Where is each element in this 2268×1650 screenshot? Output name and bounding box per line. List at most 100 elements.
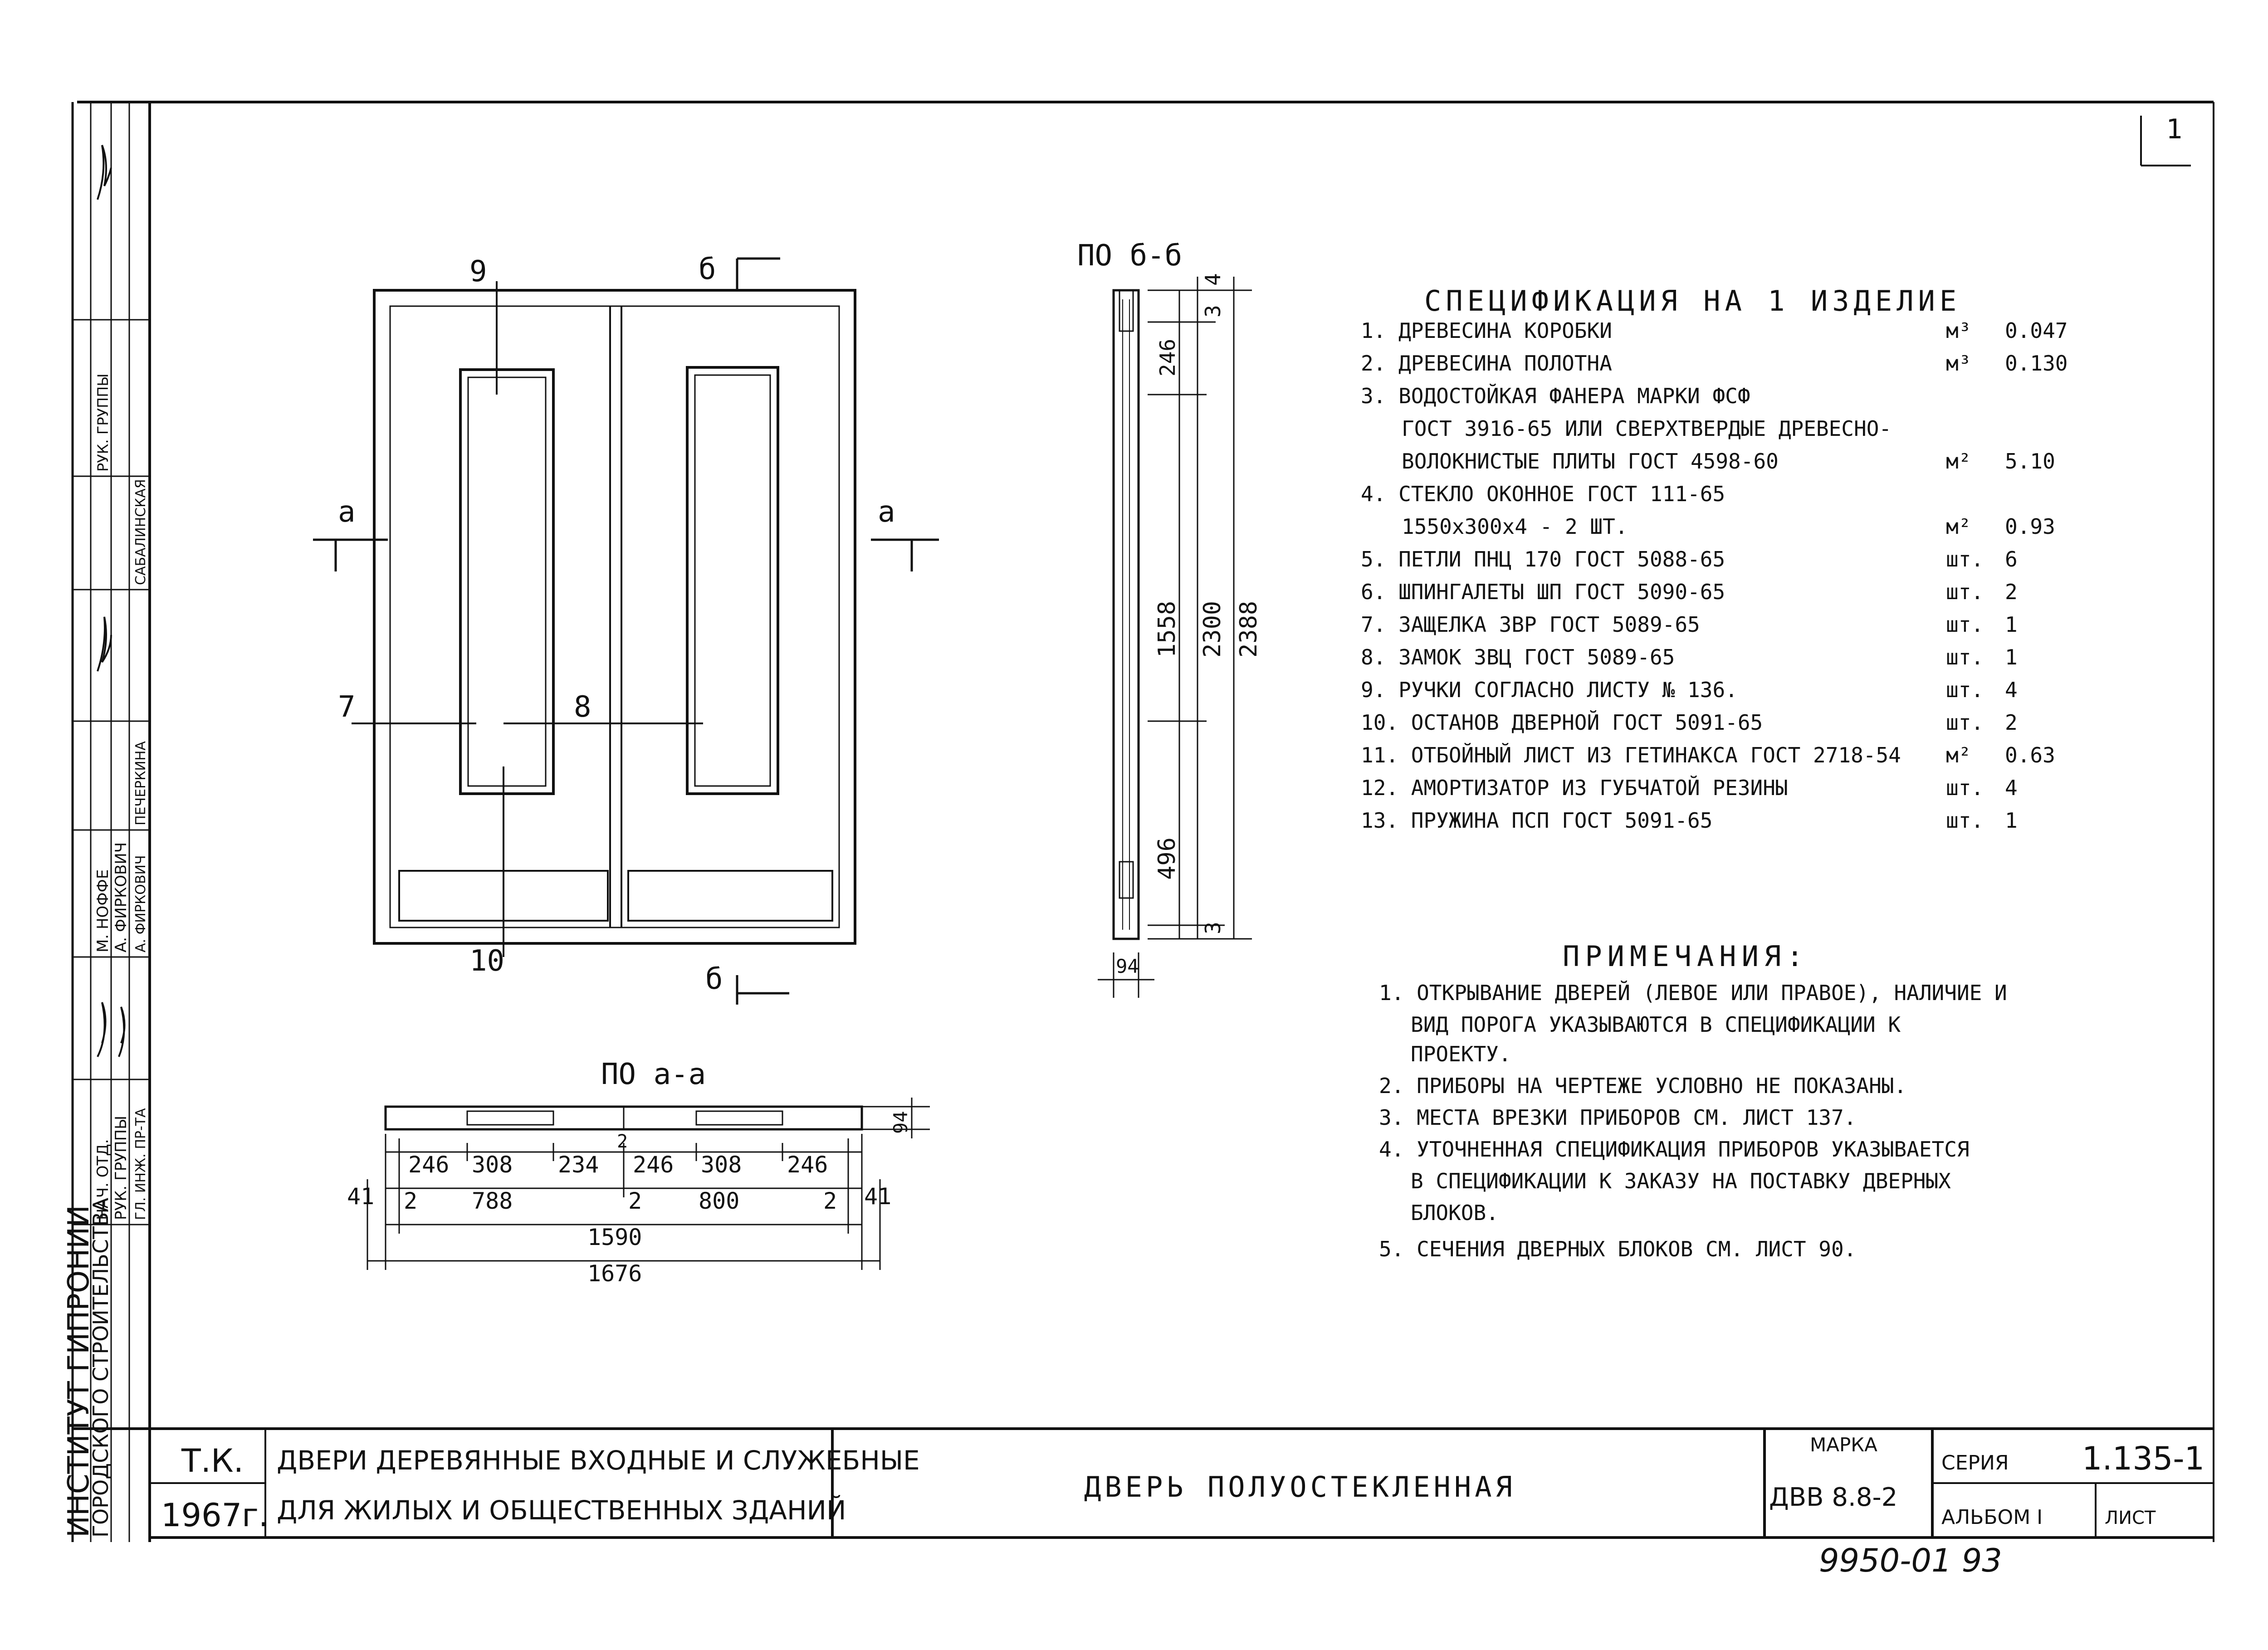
spec-row-3-text: 3. ВОДОСТОЙКАЯ ФАНЕРА МАРКИ ФСФ (1361, 384, 1750, 408)
dim-bb-246: 246 (1155, 339, 1180, 376)
tb-series-title-1: ДВЕРИ ДЕРЕВЯННЫЕ ВХОДНЫЕ И СЛУЖЕБНЫЕ (277, 1445, 920, 1476)
cut-a-right: а (878, 495, 895, 529)
note-line-5: 3. МЕСТА ВРЕЗКИ ПРИБОРОВ СМ. ЛИСТ 137. (1379, 1105, 1856, 1130)
spec-row-15-unit: шт. (1946, 776, 1984, 800)
tb-marka-value: ДВВ 8.8-2 (1769, 1483, 1897, 1512)
spec-row-4-text: ГОСТ 3916-65 ИЛИ СВЕРХТВЕРДЫЕ ДРЕВЕСНО- (1402, 416, 1892, 441)
spec-title: СПЕЦИФИКАЦИЯ НА 1 ИЗДЕЛИЕ (1424, 284, 1961, 317)
spec-row-7-text: 1550х300х4 - 2 ШТ. (1402, 514, 1628, 539)
note-line-1: 1. ОТКРЫВАНИЕ ДВЕРЕЙ (ЛЕВОЕ ИЛИ ПРАВОЕ),… (1379, 981, 2007, 1005)
tb-series-title-2: ДЛЯ ЖИЛЫХ И ОБЩЕСТВЕННЫХ ЗДАНИЙ (277, 1494, 846, 1526)
spec-row-14-qty: 0.63 (2005, 743, 2055, 767)
section-aa (367, 1098, 930, 1270)
dim-bb-3-top: 3 (1201, 305, 1225, 317)
spec-row-9-text: 6. ШПИНГАЛЕТЫ ШП ГОСТ 5090-65 (1361, 580, 1725, 604)
spec-row-15-text: 12. АМОРТИЗАТОР ИЗ ГУБЧАТОЙ РЕЗИНЫ (1361, 776, 1788, 800)
dim-bb-2300: 2300 (1199, 601, 1226, 658)
callout-8: 8 (574, 690, 591, 724)
dim-aa-788: 788 (472, 1188, 513, 1214)
spec-row-12-unit: шт. (1946, 678, 1984, 702)
tb-seria-value: 1.135-1 (2082, 1440, 2204, 1477)
spec-row-14-text: 11. ОТБОЙНЫЙ ЛИСТ ИЗ ГЕТИНАКСА ГОСТ 2718… (1361, 743, 1901, 767)
note-line-8: БЛОКОВ. (1411, 1201, 1499, 1225)
dim-aa-308-2: 308 (701, 1152, 742, 1178)
cut-b-top: б (699, 253, 716, 286)
spec-row-10-qty: 1 (2005, 612, 2018, 637)
tb-tk: Т.К. (181, 1442, 244, 1479)
spec-row-12-text: 9. РУЧКИ СОГЛАСНО ЛИСТУ № 136. (1361, 678, 1738, 702)
tb-sheet-title: ДВЕРЬ ПОЛУОСТЕКЛЕННАЯ (1084, 1470, 1516, 1504)
spec-row-2-text: 2. ДРЕВЕСИНА ПОЛОТНА (1361, 351, 1612, 376)
spec-row-1-qty: 0.047 (2005, 318, 2068, 343)
note-line-2: ВИД ПОРОГА УКАЗЫВАЮТСЯ В СПЕЦИФИКАЦИИ К (1411, 1012, 1901, 1037)
note-line-7: В СПЕЦИФИКАЦИИ К ЗАКАЗУ НА ПОСТАВКУ ДВЕР… (1411, 1169, 1951, 1193)
note-line-6: 4. УТОЧНЕННАЯ СПЕЦИФИКАЦИЯ ПРИБОРОВ УКАЗ… (1379, 1137, 1970, 1162)
dim-aa-246-1: 246 (408, 1152, 449, 1178)
spec-row-13-qty: 2 (2005, 710, 2018, 735)
dim-aa-94: 94 (890, 1111, 912, 1134)
spec-row-10-text: 7. ЗАЩЕЛКА ЗВР ГОСТ 5089-65 (1361, 612, 1700, 637)
spec-row-1-unit: м³ (1946, 318, 1971, 343)
side-institute-1: ИНСТИТУТ ГИПРОНИИ (62, 1205, 96, 1538)
side-top-role-3: ПЕЧЕРКИНА (133, 741, 149, 825)
section-aa-dims-row2: 2 788 2 800 2 (404, 1188, 837, 1214)
spec-row-16-qty: 1 (2005, 808, 2018, 833)
callout-10: 10 (469, 944, 504, 978)
side-top-role-2: САБАЛИНСКАЯ (133, 479, 149, 585)
spec-row-9-qty: 2 (2005, 580, 2018, 604)
side-role-2: РУК. ГРУППЫ (112, 1116, 130, 1220)
dim-aa-308-1: 308 (472, 1152, 513, 1178)
dim-bb-94: 94 (1116, 955, 1139, 977)
dim-bb-496: 496 (1154, 837, 1181, 880)
sheet-border (73, 101, 2214, 1542)
side-top-role-1: РУК. ГРУППЫ (94, 373, 112, 472)
dim-bb-2388: 2388 (1235, 601, 1262, 658)
spec-row-11-unit: шт. (1946, 645, 1984, 669)
spec-row-8-qty: 6 (2005, 547, 2018, 571)
section-bb (1098, 277, 1252, 998)
note-line-9: 5. СЕЧЕНИЯ ДВЕРНЫХ БЛОКОВ СМ. ЛИСТ 90. (1379, 1237, 1856, 1261)
tb-list-label: ЛИСТ (2105, 1508, 2156, 1528)
spec-row-2-qty: 0.130 (2005, 351, 2068, 376)
spec-row-2-unit: м³ (1946, 351, 1971, 376)
side-role-1: НАЧ. ОТД. (94, 1139, 112, 1220)
spec-row-12-qty: 4 (2005, 678, 2018, 702)
dim-aa-41-left: 41 (347, 1183, 374, 1210)
spec-row-8-unit: шт. (1946, 547, 1984, 571)
section-bb-title: ПО б-б (1077, 239, 1182, 273)
side-name-2: А. ФИРКОВИЧ (112, 842, 130, 952)
tb-archive-number: 9950-01 93 (1819, 1542, 2002, 1579)
dim-aa-1676: 1676 (587, 1260, 642, 1287)
spec-row-5-text: ВОЛОКНИСТЫЕ ПЛИТЫ ГОСТ 4598-60 (1402, 449, 1779, 474)
side-role-3: ГЛ. ИНЖ. ПР-ТА (133, 1108, 149, 1220)
dim-aa-2-c: 2 (823, 1188, 837, 1214)
tb-year: 1967г. (161, 1497, 269, 1534)
sheet-corner-number: 1 (2166, 113, 2182, 145)
tb-seria-label: СЕРИЯ (1941, 1451, 2009, 1474)
note-line-3: ПРОЕКТУ. (1411, 1042, 1511, 1066)
spec-table: 1. ДРЕВЕСИНА КОРОБКИ м³ 0.047 2. ДРЕВЕСИНА … (1361, 318, 2068, 833)
spec-row-7-unit: м² (1946, 514, 1971, 539)
section-aa-title: ПО а-а (601, 1058, 706, 1091)
side-stamp (71, 102, 150, 1542)
dim-bb-4: 4 (1201, 273, 1225, 286)
spec-row-7-qty: 0.93 (2005, 514, 2055, 539)
spec-row-10-unit: шт. (1946, 612, 1984, 637)
spec-row-11-text: 8. ЗАМОК ЗВЦ ГОСТ 5089-65 (1361, 645, 1675, 669)
spec-row-15-qty: 4 (2005, 776, 2018, 800)
spec-row-6-text: 4. СТЕКЛО ОКОННОЕ ГОСТ 111-65 (1361, 482, 1725, 506)
spec-row-13-text: 10. ОСТАНОВ ДВЕРНОЙ ГОСТ 5091-65 (1361, 710, 1763, 735)
tb-album-label: АЛЬБОМ I (1941, 1506, 2043, 1529)
side-institute-2: ГОРОДСКОГО СТРОИТЕЛЬСТВА (88, 1197, 113, 1538)
cut-b-bottom: б (705, 962, 723, 996)
side-name-1: М. НОФФЕ (94, 869, 112, 952)
note-line-4: 2. ПРИБОРЫ НА ЧЕРТЕЖЕ УСЛОВНО НЕ ПОКАЗАН… (1379, 1074, 1906, 1098)
callout-7: 7 (338, 690, 356, 724)
spec-row-16-text: 13. ПРУЖИНА ПСП ГОСТ 5091-65 (1361, 808, 1712, 833)
spec-row-11-qty: 1 (2005, 645, 2018, 669)
dim-aa-2-b: 2 (628, 1188, 642, 1214)
spec-row-1-text: 1. ДРЕВЕСИНА КОРОБКИ (1361, 318, 1612, 343)
dim-aa-2-a: 2 (404, 1188, 417, 1214)
spec-row-14-unit: м² (1946, 743, 1971, 767)
